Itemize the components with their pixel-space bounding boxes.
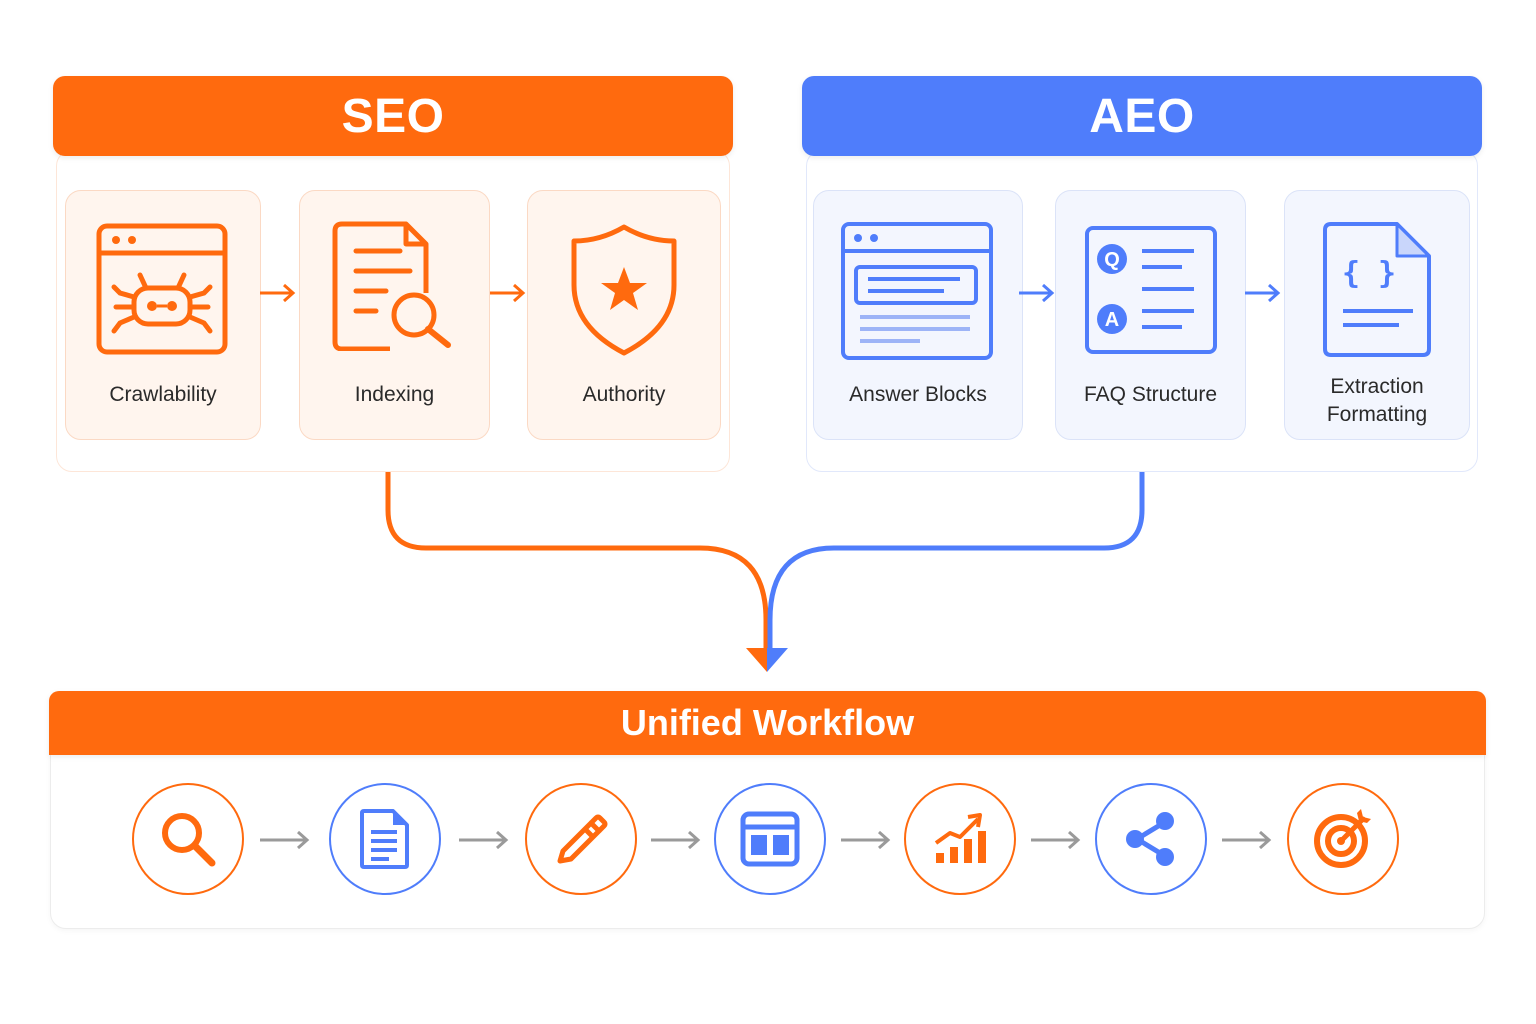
indexing-card: Indexing — [299, 190, 490, 440]
authority-label: Authority — [582, 383, 666, 406]
indexing-label: Indexing — [354, 383, 435, 406]
aeo-arrow-2 — [1245, 283, 1281, 303]
crawlability-card: Crawlability — [65, 190, 261, 440]
aeo-title: AEO — [1089, 89, 1195, 143]
extraction-formatting-card: { } Extraction Formatting — [1284, 190, 1470, 440]
workflow-title: Unified Workflow — [620, 702, 915, 743]
workflow-step-share — [1095, 783, 1207, 895]
workflow-arrow-4 — [841, 830, 891, 850]
merge-arrowhead — [746, 648, 788, 672]
workflow-header: Unified Workflow — [49, 691, 1486, 755]
seo-header: SEO — [53, 76, 733, 156]
target-icon — [1314, 809, 1371, 868]
workflow-step-search — [132, 783, 244, 895]
answer-blocks-label: Answer Blocks — [849, 383, 987, 406]
svg-text:A: A — [1104, 309, 1118, 331]
faq-qa-icon: Q A — [1084, 226, 1217, 354]
svg-text:{: { — [1342, 256, 1360, 291]
faq-structure-card: Q A FAQ Structure — [1055, 190, 1246, 440]
document-search-icon — [332, 221, 451, 351]
document-icon — [360, 809, 409, 869]
workflow-arrow-3 — [651, 830, 701, 850]
search-icon — [162, 813, 216, 867]
seo-arrow-2 — [490, 283, 526, 303]
workflow-arrow-5 — [1031, 830, 1081, 850]
workflow-arrow-6 — [1222, 830, 1272, 850]
share-icon — [1126, 812, 1174, 866]
seo-connector-line — [385, 472, 769, 650]
workflow-arrow-1 — [260, 830, 310, 850]
seo-arrow-1 — [260, 283, 296, 303]
code-file-icon: { } — [1323, 222, 1431, 357]
aeo-arrow-1 — [1019, 283, 1055, 303]
crawler-bug-icon — [96, 223, 228, 355]
pencil-icon — [557, 814, 608, 864]
workflow-step-target — [1287, 783, 1399, 895]
browser-answer-block-icon — [841, 222, 993, 360]
seo-title: SEO — [341, 89, 445, 143]
faq-structure-label: FAQ Structure — [1083, 383, 1218, 406]
layout-icon — [740, 811, 800, 867]
workflow-step-layout — [714, 783, 826, 895]
extraction-label-line2: Formatting — [1326, 403, 1428, 426]
svg-text:}: } — [1378, 256, 1396, 291]
extraction-formatting-label: Extraction Formatting — [1285, 373, 1469, 429]
workflow-step-document — [329, 783, 441, 895]
growth-chart-icon — [934, 813, 986, 863]
answer-blocks-card: Answer Blocks — [813, 190, 1023, 440]
shield-star-icon — [571, 224, 677, 356]
workflow-arrow-2 — [459, 830, 509, 850]
workflow-step-edit — [525, 783, 637, 895]
aeo-header: AEO — [802, 76, 1482, 156]
aeo-connector-line — [767, 472, 1145, 650]
authority-card: Authority — [527, 190, 721, 440]
extraction-label-line1: Extraction — [1330, 375, 1424, 398]
crawlability-label: Crawlability — [109, 383, 217, 406]
workflow-step-growth — [904, 783, 1016, 895]
svg-text:Q: Q — [1104, 249, 1120, 271]
